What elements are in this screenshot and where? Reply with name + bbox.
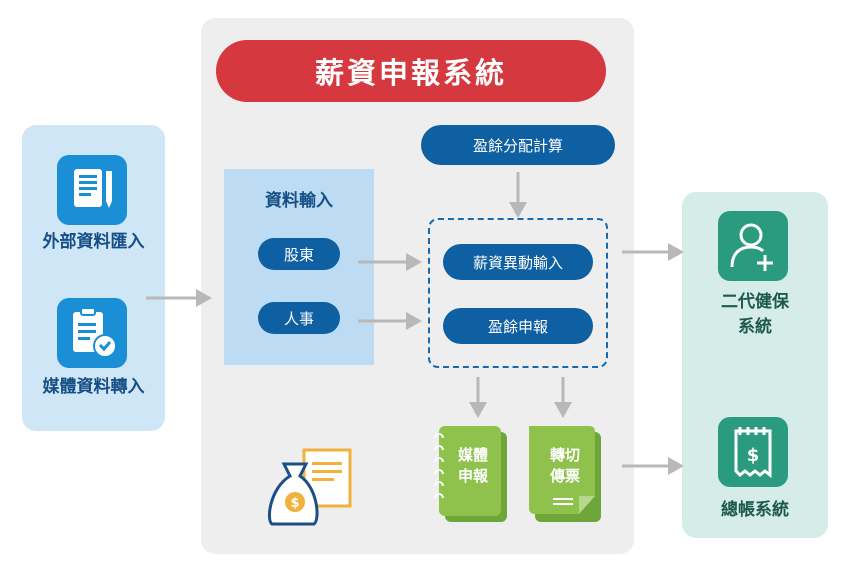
document-pencil-icon — [57, 155, 127, 225]
person-plus-icon — [718, 211, 788, 281]
nhi-system-line1: 二代健保 — [721, 292, 789, 312]
svg-text:$: $ — [290, 496, 299, 511]
ledger-system-label: 總帳系統 — [721, 500, 789, 520]
shareholder-pill: 股東 — [258, 238, 340, 270]
transfer-voucher-label: 轉切 傳票 — [537, 445, 593, 487]
surplus-report-pill: 盈餘申報 — [443, 308, 593, 344]
nhi-system-line2: 系統 — [738, 317, 772, 337]
salary-change-pill: 薪資異動輸入 — [443, 244, 593, 280]
receipt-dollar-icon: $ — [718, 417, 788, 487]
clipboard-check-icon — [57, 298, 127, 368]
media-import-label: 媒體資料轉入 — [42, 377, 145, 397]
external-import-label: 外部資料匯入 — [42, 232, 145, 252]
transfer-voucher-doc-icon — [529, 426, 601, 522]
media-report-doc-icon — [434, 426, 507, 522]
personnel-pill: 人事 — [258, 302, 340, 334]
data-input-title: 資料輸入 — [265, 191, 333, 211]
media-report-label: 媒體 申報 — [445, 445, 501, 487]
money-bag-icon: $ — [267, 448, 352, 526]
media-report-line1: 媒體 — [457, 446, 488, 464]
media-report-line2: 申報 — [457, 467, 488, 485]
nhi-system-label: 二代健保 系統 — [682, 290, 828, 340]
transfer-voucher-line2: 傳票 — [549, 467, 580, 485]
system-title: 薪資申報系統 — [216, 40, 606, 102]
process-group — [428, 218, 608, 368]
svg-text:$: $ — [747, 445, 760, 466]
transfer-voucher-line1: 轉切 — [549, 446, 580, 464]
surplus-calc-pill: 盈餘分配計算 — [421, 125, 615, 165]
